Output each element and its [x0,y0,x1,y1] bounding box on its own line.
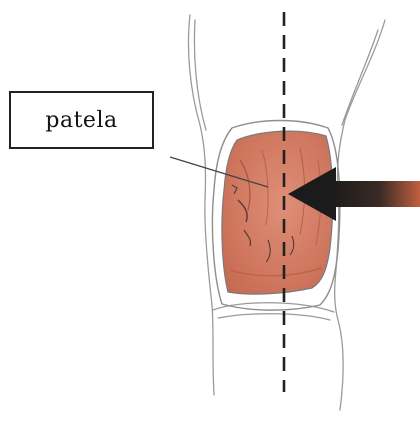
patella-shape [222,131,333,294]
patella-label: patela [45,108,117,133]
patella-label-box: patela [9,91,154,149]
